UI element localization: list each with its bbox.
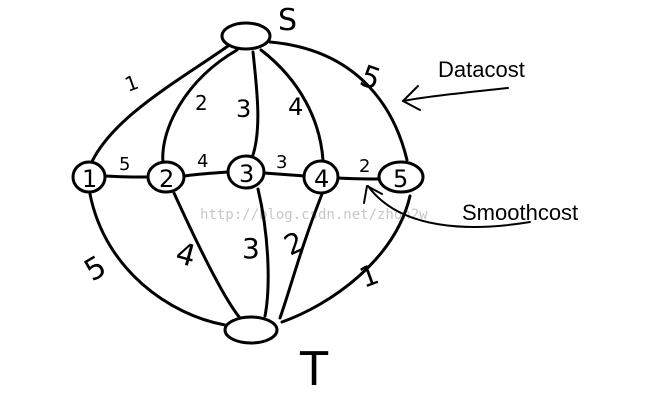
node-5	[377, 160, 425, 194]
edge-s-3	[250, 50, 260, 160]
edge-4-5	[336, 176, 384, 181]
edge-s-2	[161, 48, 239, 165]
edge-1-t	[88, 192, 227, 327]
weight-s-4: 4	[288, 93, 303, 121]
node-1-label: 1	[82, 165, 97, 193]
node-2-label: 2	[159, 165, 174, 193]
source-node	[220, 21, 272, 51]
weight-5-t: 1	[355, 257, 383, 294]
source-label: S	[278, 3, 297, 38]
weight-1-t: 5	[79, 249, 113, 289]
node-1	[71, 160, 107, 194]
edge-1-2	[104, 174, 150, 179]
weight-s-3: 3	[236, 95, 251, 123]
weight-s-5: 5	[355, 59, 385, 98]
sink-node	[223, 315, 279, 345]
edge-4-t	[278, 192, 324, 320]
sink-label: T	[299, 342, 329, 396]
node-4	[302, 159, 340, 195]
weight-3-4: 3	[276, 152, 287, 173]
weight-2-3: 4	[197, 151, 208, 172]
datacost-arrowhead	[402, 85, 421, 111]
smoothcost-arrow	[367, 185, 531, 228]
edge-s-5	[268, 40, 409, 162]
weight-3-t: 3	[242, 232, 260, 265]
node-5-label: 5	[393, 165, 408, 193]
edge-s-4	[259, 48, 325, 162]
datacost-label: Datacost	[438, 57, 525, 82]
node-4-label: 4	[314, 165, 329, 193]
edge-3-t	[256, 187, 270, 318]
smoothcost-arrowhead	[363, 185, 383, 204]
edge-2-t	[172, 191, 242, 320]
edge-s-1	[88, 44, 230, 168]
smoothcost-label: Smoothcost	[462, 200, 578, 225]
weight-s-1: 1	[122, 70, 142, 97]
node-2	[146, 160, 186, 194]
node-3-label: 3	[239, 160, 254, 188]
node-3	[226, 154, 266, 190]
weight-1-2: 5	[119, 154, 130, 175]
weight-s-2: 2	[195, 91, 208, 115]
edge-5-t	[280, 194, 412, 324]
edge-2-3	[182, 170, 229, 178]
datacost-arrow	[402, 87, 509, 102]
weight-2-t: 4	[172, 236, 200, 275]
edge-3-4	[262, 171, 307, 178]
weight-4-5: 2	[359, 156, 370, 177]
